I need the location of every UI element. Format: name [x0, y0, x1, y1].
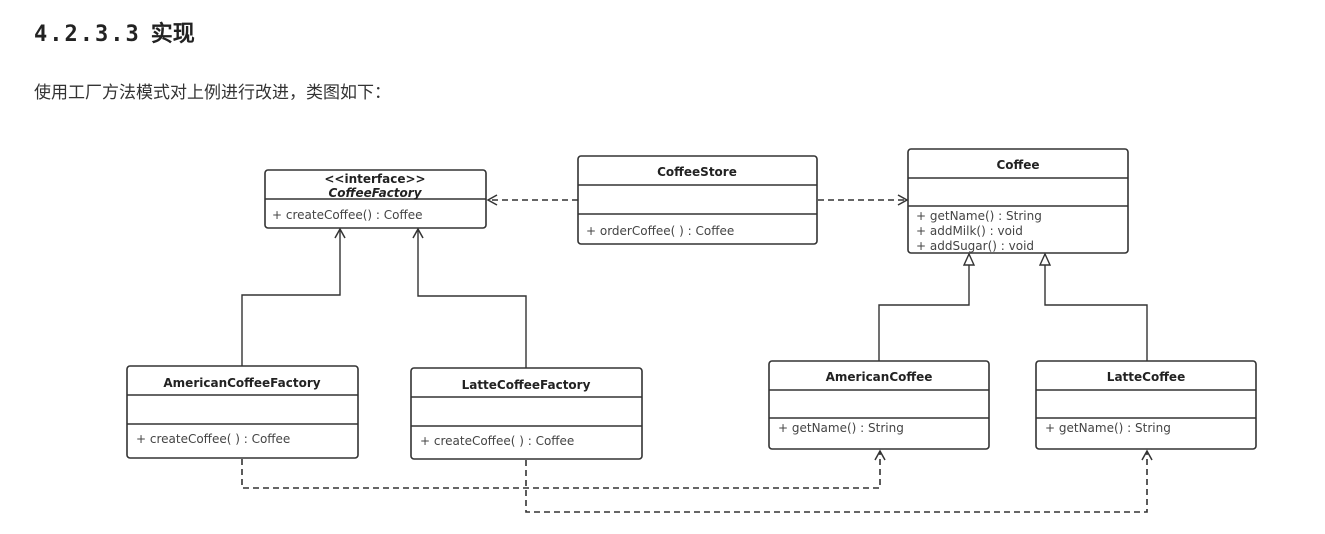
class-name: Coffee: [996, 158, 1039, 172]
method: + getName() : String: [1045, 421, 1171, 435]
class-coffee: Coffee + getName() : String + addMilk() …: [907, 148, 1129, 254]
class-name: LatteCoffeeFactory: [462, 378, 591, 392]
method: + getName() : String: [778, 421, 904, 435]
class-coffee-store: CoffeeStore + orderCoffee( ) : Coffee: [577, 155, 818, 245]
class-coffee-factory: <<interface>> CoffeeFactory + createCoff…: [264, 169, 487, 229]
method: + createCoffee( ) : Coffee: [136, 432, 290, 446]
class-name: LatteCoffee: [1107, 370, 1185, 384]
intro-paragraph: 使用工厂方法模式对上例进行改进，类图如下：: [34, 83, 391, 103]
class-name: AmericanCoffee: [826, 370, 933, 384]
method: + addSugar() : void: [916, 239, 1034, 253]
section-number: 4.2.3.3: [34, 22, 141, 47]
method: + getName() : String: [916, 209, 1042, 223]
method: + addMilk() : void: [916, 224, 1023, 238]
latte-coffee-inheritance: [1045, 254, 1148, 361]
stereotype: <<interface>>: [324, 172, 425, 186]
american-factory-realization: [241, 227, 346, 366]
method: + createCoffee() : Coffee: [272, 208, 423, 222]
class-name: AmericanCoffeeFactory: [163, 376, 320, 390]
latte-factory-creates-dependency: [525, 449, 1153, 513]
section-title: 实现: [150, 22, 195, 47]
section-heading: 4.2.3.3 实现: [34, 16, 195, 48]
method: + orderCoffee( ) : Coffee: [586, 224, 734, 238]
latte-factory-realization: [412, 227, 527, 368]
american-factory-creates-dependency: [241, 449, 886, 489]
class-name: CoffeeStore: [657, 165, 737, 179]
american-coffee-inheritance: [878, 254, 969, 361]
class-name: CoffeeFactory: [328, 186, 422, 200]
class-latte-coffee-factory: LatteCoffeeFactory + createCoffee( ) : C…: [410, 367, 643, 460]
class-american-coffee-factory: AmericanCoffeeFactory + createCoffee( ) …: [126, 365, 359, 459]
method: + createCoffee( ) : Coffee: [420, 434, 574, 448]
class-latte-coffee: LatteCoffee + getName() : String: [1035, 360, 1257, 450]
class-american-coffee: AmericanCoffee + getName() : String: [768, 360, 990, 450]
